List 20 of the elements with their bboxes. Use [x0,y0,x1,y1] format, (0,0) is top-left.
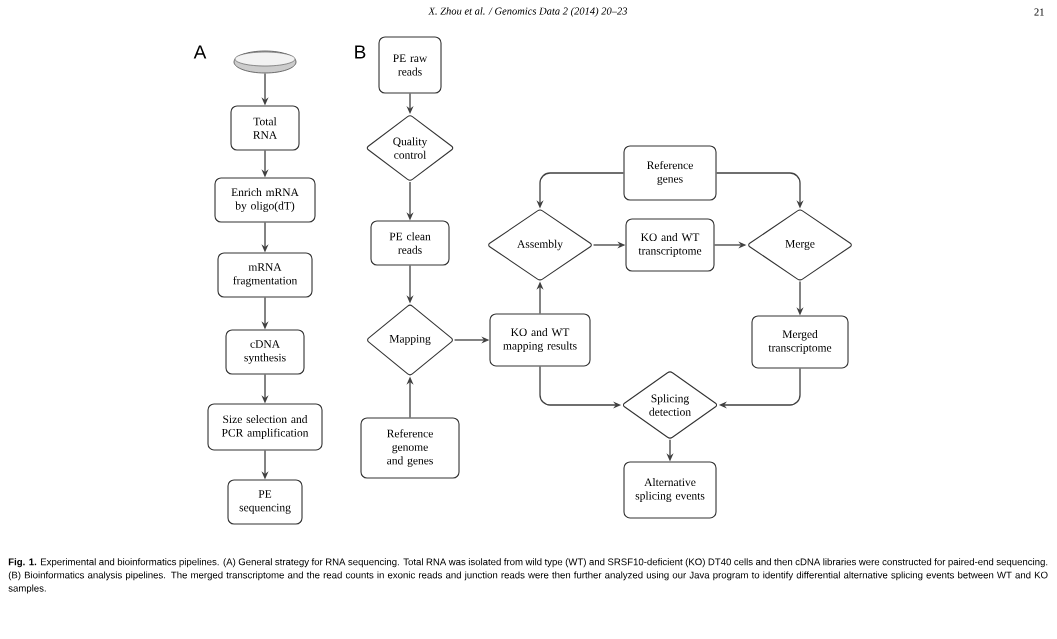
process-box: Merged transcriptome [751,315,849,369]
process-box: Reference genome and genes [360,417,460,479]
process-box: mRNA fragmentation [217,252,313,298]
process-box: KO and WT mapping results [489,313,591,367]
process-box: PE clean reads [370,220,450,266]
running-header: X. Zhou et al. / Genomics Data 2 (2014) 20–23 [428,7,628,17]
process-box: KO and WT transcriptome [625,218,715,272]
process-box: Total RNA [230,105,300,151]
panel-letter: B [355,45,366,59]
process-box: Enrich mRNA by oligo(dT) [214,177,316,223]
process-box: Alternative splicing events [623,461,717,519]
process-box: cDNA synthesis [225,329,305,375]
process-box: Reference genes [623,145,717,201]
process-box: PE raw reads [378,36,442,94]
page-number: 21 [1034,8,1044,16]
petri-dish-drawing [233,50,297,74]
figure-caption: Fig. 1. Experimental and bioinformatics pipelines. (A) General strategy for RNA sequencing. Total RNA was isolated from wild type (WT) and SRSF10-deficient (KO) DT40 cells and then cDNA libraries were constructed for paired-end sequencing. (B) Bioinformatics analysis pipelines. The merged transcriptome and the read counts in exonic reads and junction reads were then further analyzed using our Java program to identify differential alternative splicing events between WT and KO samples. [8,558,1048,594]
panel-letter: A [193,45,207,59]
process-box: Size selection and PCR amplification [207,403,323,451]
process-box: PE sequencing [227,479,303,525]
